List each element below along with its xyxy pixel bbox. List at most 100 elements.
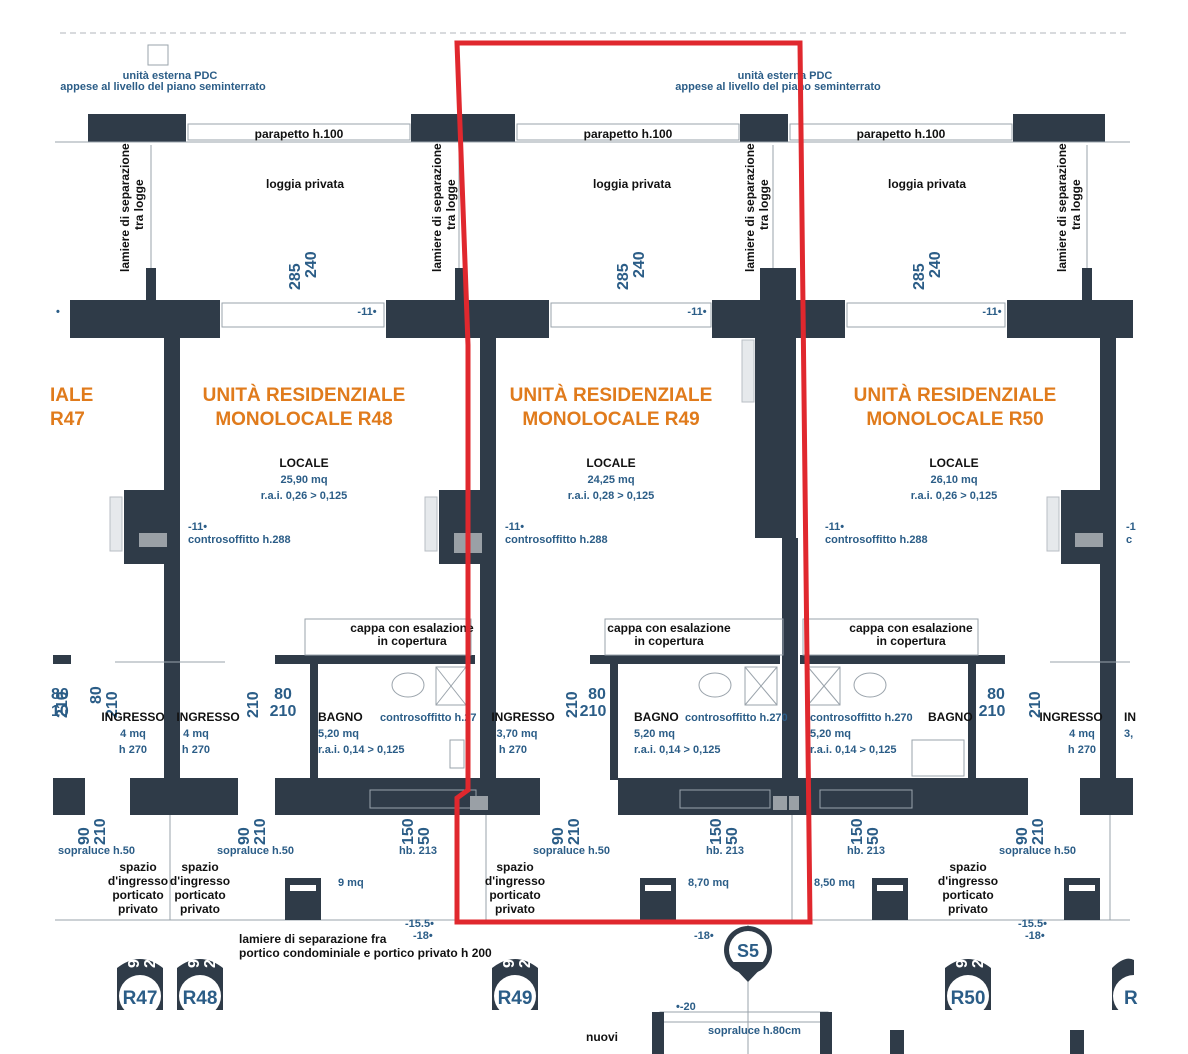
bathroom-area: 5,20 mq [810,728,851,740]
svg-text:200: 200 [970,941,987,968]
pillar-top [740,114,788,142]
external-unit-sub-2: appese al livello del piano seminterrato [675,81,881,93]
outdoor-unit [640,878,676,920]
kitchen-counter [802,618,979,656]
unit-subtitle: MONOLOCALE R50 [866,409,1043,430]
svg-text:200: 200 [202,941,219,968]
svg-text:spazio: spazio [496,860,533,874]
svg-text:90: 90 [76,827,93,845]
ingresso-area: 3,70 mq [497,728,538,740]
svg-text:porticato: porticato [942,888,993,902]
ingresso-label-partial: IN [1124,710,1136,724]
porch-label-group: spazio d'ingresso porticato privato spaz… [108,860,998,916]
unit-subtitle: MONOLOCALE R48 [215,409,392,430]
ingresso-area: 4 mq [183,728,209,740]
level-label: -18• [413,930,433,942]
loggia-dim: 285 [911,263,928,290]
door-dim: 210 [270,703,297,720]
parapet-label: parapetto h.100 [255,127,344,141]
porch-separator-label-2: portico condominiale e portico privato h… [239,946,492,960]
loggia-separator-label: lamiere di separazione [118,143,132,272]
svg-text:150: 150 [849,818,866,845]
svg-text:R50: R50 [951,988,986,1009]
window-sill-label: hb. 213 [399,845,437,857]
svg-text:porticato: porticato [489,888,540,902]
svg-text:150: 150 [708,818,725,845]
level-label: -11• [825,521,844,533]
bathroom-wall [590,655,780,664]
loggia-separator-label-2: tra logge [444,179,458,230]
kitchen-counter [304,618,472,656]
svg-text:200: 200 [517,941,534,968]
svg-text:150: 150 [400,818,417,845]
svg-text:210: 210 [54,691,71,718]
ingresso-label: INGRESSO [101,710,164,724]
svg-text:210: 210 [92,818,109,845]
parapet [187,123,411,141]
outdoor-unit-grille [290,885,316,891]
level-label: -18• [694,930,714,942]
outdoor-unit-grille [877,885,903,891]
window-sill-label: hb. 213 [847,845,885,857]
unit-marker-partial: R [1112,958,1155,1017]
room-area: 25,90 mq [280,474,327,486]
svg-text:90: 90 [236,827,253,845]
porch-separator-label: lamiere di separazione fra [239,932,387,946]
unit-title: UNITÀ RESIDENZIALE [510,384,713,406]
shaft-cladding [755,338,785,538]
unit-title: UNITÀ RESIDENZIALE [203,384,406,406]
porch-area: 8,50 mq [814,877,855,889]
ceiling-label: controsoffitto h.288 [825,534,928,546]
hood-label: cappa con esalazione [350,621,474,635]
svg-text:200: 200 [142,941,159,968]
svg-text:50: 50 [865,827,882,845]
kitchen-panel [109,496,123,552]
bottom-wall [890,1030,904,1054]
loggia-dim: 240 [303,251,320,278]
loggia-dim: 285 [287,263,304,290]
facade-wall [1007,300,1133,338]
svg-text:d'ingresso: d'ingresso [170,874,230,888]
unit-marker-r49: 90 200 R49 [492,941,538,1017]
svg-text:210: 210 [245,691,262,718]
outdoor-unit-grille [1069,885,1095,891]
meter-box [470,796,488,810]
svg-text:90: 90 [501,950,518,968]
unit-subtitle: MONOLOCALE R49 [522,409,699,430]
ingresso-label: INGRESSO [176,710,239,724]
parapet-label: parapetto h.100 [857,127,946,141]
svg-text:50: 50 [416,827,433,845]
entrance-wall [275,778,540,815]
level-label: -11• [357,306,376,318]
bathroom-wall-v [310,664,318,780]
door-dims: 210 80 210 210 210 210 [54,686,1044,718]
svg-text:R49: R49 [498,988,533,1009]
ingresso-label: INGRESSO [1039,710,1102,724]
unit-title-partial: IALE [50,385,93,406]
ingresso-label: INGRESSO [491,710,554,724]
unit-marker-r47: 90 200 R47 [117,941,163,1017]
svg-text:privato: privato [180,902,220,916]
svg-text:porticato: porticato [112,888,163,902]
hood-label-2: in copertura [377,634,447,648]
meter-box [773,796,787,810]
ceiling-label: controsoffitto h.270 [685,712,788,724]
svg-text:privato: privato [118,902,158,916]
kitchen-panel [1046,496,1060,552]
window [846,302,1006,328]
loggia-wall-stub [455,268,465,302]
hood-label: cappa con esalazione [849,621,973,635]
svg-text:S5: S5 [737,941,759,961]
room-rai: r.a.i. 0,26 > 0,125 [911,490,998,502]
ingresso-area: 4 mq [1069,728,1095,740]
level-label: -11• [505,521,524,533]
hood-label: cappa con esalazione [607,621,731,635]
bathroom-wall [275,655,475,664]
bottom-wall [652,1012,664,1054]
ceiling-label-partial: c [1126,534,1132,546]
bathroom-rai: r.a.i. 0,14 > 0,125 [318,744,405,756]
svg-text:porticato: porticato [174,888,225,902]
svg-text:d'ingresso: d'ingresso [108,874,168,888]
hood-label-2: in copertura [634,634,704,648]
